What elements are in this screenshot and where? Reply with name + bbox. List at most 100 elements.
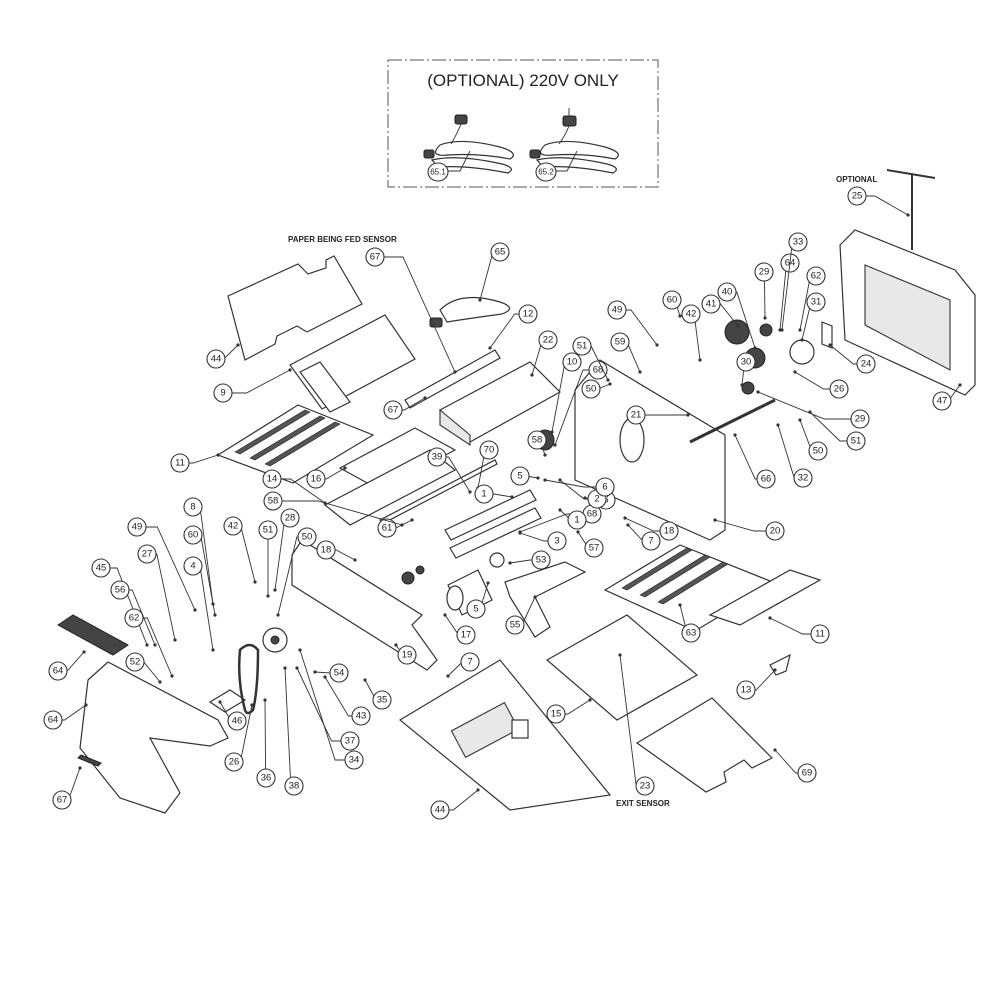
leader-arrowhead bbox=[678, 603, 682, 607]
leader-arrowhead bbox=[446, 674, 450, 678]
callout-26: 26 bbox=[224, 703, 254, 772]
callout-number: 2 bbox=[594, 494, 599, 505]
callout-bubble bbox=[793, 468, 813, 488]
leader-arrowhead bbox=[288, 368, 292, 372]
gear-31 bbox=[789, 339, 815, 365]
leader-arrowhead bbox=[453, 370, 457, 374]
leader-arrowhead bbox=[400, 523, 404, 527]
leader-arrowhead bbox=[606, 378, 610, 382]
callout-67: 67 bbox=[52, 766, 82, 810]
callout-bubble bbox=[584, 538, 604, 558]
callout-bubble bbox=[344, 750, 364, 770]
callout-number: 31 bbox=[811, 297, 822, 308]
callout-bubble bbox=[662, 290, 682, 310]
callout-number: 44 bbox=[211, 354, 222, 365]
leader-arrowhead bbox=[626, 523, 630, 527]
callout-60: 60 bbox=[662, 290, 682, 318]
callout-bubble bbox=[460, 652, 480, 672]
leader-arrowhead bbox=[250, 703, 254, 707]
callout-number: 27 bbox=[142, 549, 153, 560]
callout-number: 5 bbox=[517, 471, 522, 482]
leader-arrowhead bbox=[655, 343, 659, 347]
svg-text:65.2: 65.2 bbox=[538, 168, 554, 177]
callout-bubble bbox=[546, 704, 566, 724]
leader-arrowhead bbox=[468, 490, 472, 494]
leader-line bbox=[757, 391, 860, 420]
callout-number: 18 bbox=[321, 545, 332, 556]
leader-arrowhead bbox=[443, 613, 447, 617]
callout-41: 41 bbox=[701, 294, 740, 328]
callout-65-1: 65.1 bbox=[427, 150, 471, 182]
callout-bubble bbox=[736, 352, 756, 372]
leader-line bbox=[273, 500, 403, 526]
keypad bbox=[57, 614, 129, 656]
callout-52: 52 bbox=[125, 652, 162, 684]
leader-arrowhead bbox=[363, 678, 367, 682]
pcb bbox=[450, 701, 520, 759]
callout-17: 17 bbox=[443, 613, 476, 645]
leader-arrowhead bbox=[508, 561, 512, 565]
callout-bubble bbox=[466, 599, 486, 619]
callout-number: 7 bbox=[467, 657, 472, 668]
callout-number: 55 bbox=[510, 620, 521, 631]
leader-arrowhead bbox=[478, 298, 482, 302]
callout-bubble bbox=[806, 266, 826, 286]
leader-arrowhead bbox=[828, 343, 832, 347]
leader-arrowhead bbox=[78, 766, 82, 770]
callout-11: 11 bbox=[768, 616, 830, 644]
callout-number: 20 bbox=[770, 526, 781, 537]
callout-number: 41 bbox=[706, 299, 717, 310]
callout-53: 53 bbox=[508, 550, 551, 570]
leader-arrowhead bbox=[536, 476, 540, 480]
callout-bubble bbox=[846, 431, 866, 451]
callout-67: 67 bbox=[383, 396, 427, 420]
callout-4: 4 bbox=[183, 556, 215, 652]
leader-arrowhead bbox=[686, 413, 690, 417]
leader-arrowhead bbox=[313, 670, 317, 674]
callout-number: 58 bbox=[268, 496, 279, 507]
callout-44: 44 bbox=[206, 343, 240, 369]
leader-arrowhead bbox=[550, 430, 554, 434]
left-housing bbox=[79, 661, 229, 814]
callout-bubble bbox=[681, 304, 701, 324]
callout-5: 5 bbox=[466, 581, 490, 619]
leader-arrowhead bbox=[906, 213, 910, 217]
callout-bubble bbox=[765, 521, 785, 541]
callout-54: 54 bbox=[313, 663, 349, 683]
callout-number: 51 bbox=[577, 341, 588, 352]
callout-number: 33 bbox=[793, 237, 804, 248]
optional-220v-box: (OPTIONAL) 220V ONLY 65.1 65.2 bbox=[387, 59, 659, 188]
callout-number: 63 bbox=[686, 628, 697, 639]
callout-number: 29 bbox=[855, 414, 866, 425]
callout-69: 69 bbox=[773, 748, 817, 783]
callout-number: 66 bbox=[761, 474, 772, 485]
callout-number: 11 bbox=[175, 458, 185, 469]
exit-plate bbox=[708, 569, 822, 626]
gear-29-top bbox=[759, 323, 773, 337]
leader-arrowhead bbox=[543, 478, 547, 482]
callout-bubble bbox=[626, 405, 646, 425]
callout-bubble bbox=[756, 469, 776, 489]
callout-number: 42 bbox=[686, 309, 697, 320]
leader-arrowhead bbox=[768, 616, 772, 620]
callout-number: 67 bbox=[370, 252, 381, 263]
callout-63: 63 bbox=[678, 603, 701, 643]
callout-64: 64 bbox=[48, 650, 86, 681]
leader-arrowhead bbox=[213, 613, 217, 617]
callout-number: 64 bbox=[53, 666, 64, 677]
gear-5 bbox=[415, 565, 425, 575]
callout-bubble bbox=[797, 763, 817, 783]
callout-number: 70 bbox=[484, 445, 495, 456]
callout-bubble bbox=[701, 294, 721, 314]
leader-arrowhead bbox=[763, 316, 767, 320]
callout-bubble bbox=[127, 517, 147, 537]
callout-number: 49 bbox=[612, 305, 623, 316]
leader-arrowhead bbox=[276, 613, 280, 617]
callout-35: 35 bbox=[363, 678, 392, 710]
callout-number: 26 bbox=[834, 384, 845, 395]
callout-bubble bbox=[351, 706, 371, 726]
callout-1: 1 bbox=[558, 508, 587, 530]
callout-bubble bbox=[567, 510, 587, 530]
motor-26-left bbox=[208, 689, 247, 713]
